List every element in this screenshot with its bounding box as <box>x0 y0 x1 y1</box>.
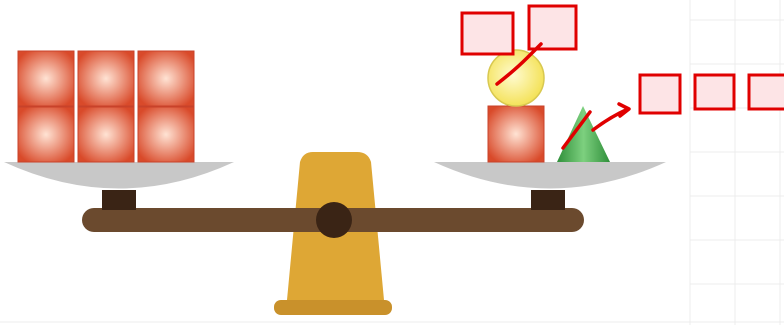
sphere <box>488 50 544 106</box>
fulcrum-base <box>274 300 392 315</box>
cube <box>18 107 74 162</box>
cube <box>18 51 74 106</box>
pivot-dot-icon <box>316 202 352 238</box>
cone <box>557 106 610 162</box>
answer-box[interactable] <box>529 6 576 49</box>
right-pan-post <box>531 190 565 210</box>
answer-box[interactable] <box>695 75 734 109</box>
cube <box>138 107 194 162</box>
cube <box>138 51 194 106</box>
left-pan-cubes <box>18 51 194 162</box>
cube <box>78 107 134 162</box>
sphere-answer-boxes[interactable] <box>462 6 576 54</box>
left-pan-post <box>102 190 136 210</box>
cube <box>488 106 544 162</box>
cone-answer-boxes[interactable] <box>640 75 784 113</box>
right-pan-items <box>488 50 610 162</box>
answer-box[interactable] <box>640 75 680 113</box>
answer-box[interactable] <box>749 75 784 109</box>
right-pan <box>434 162 666 189</box>
answer-box[interactable] <box>462 13 513 54</box>
left-pan <box>4 162 234 189</box>
cube <box>78 51 134 106</box>
